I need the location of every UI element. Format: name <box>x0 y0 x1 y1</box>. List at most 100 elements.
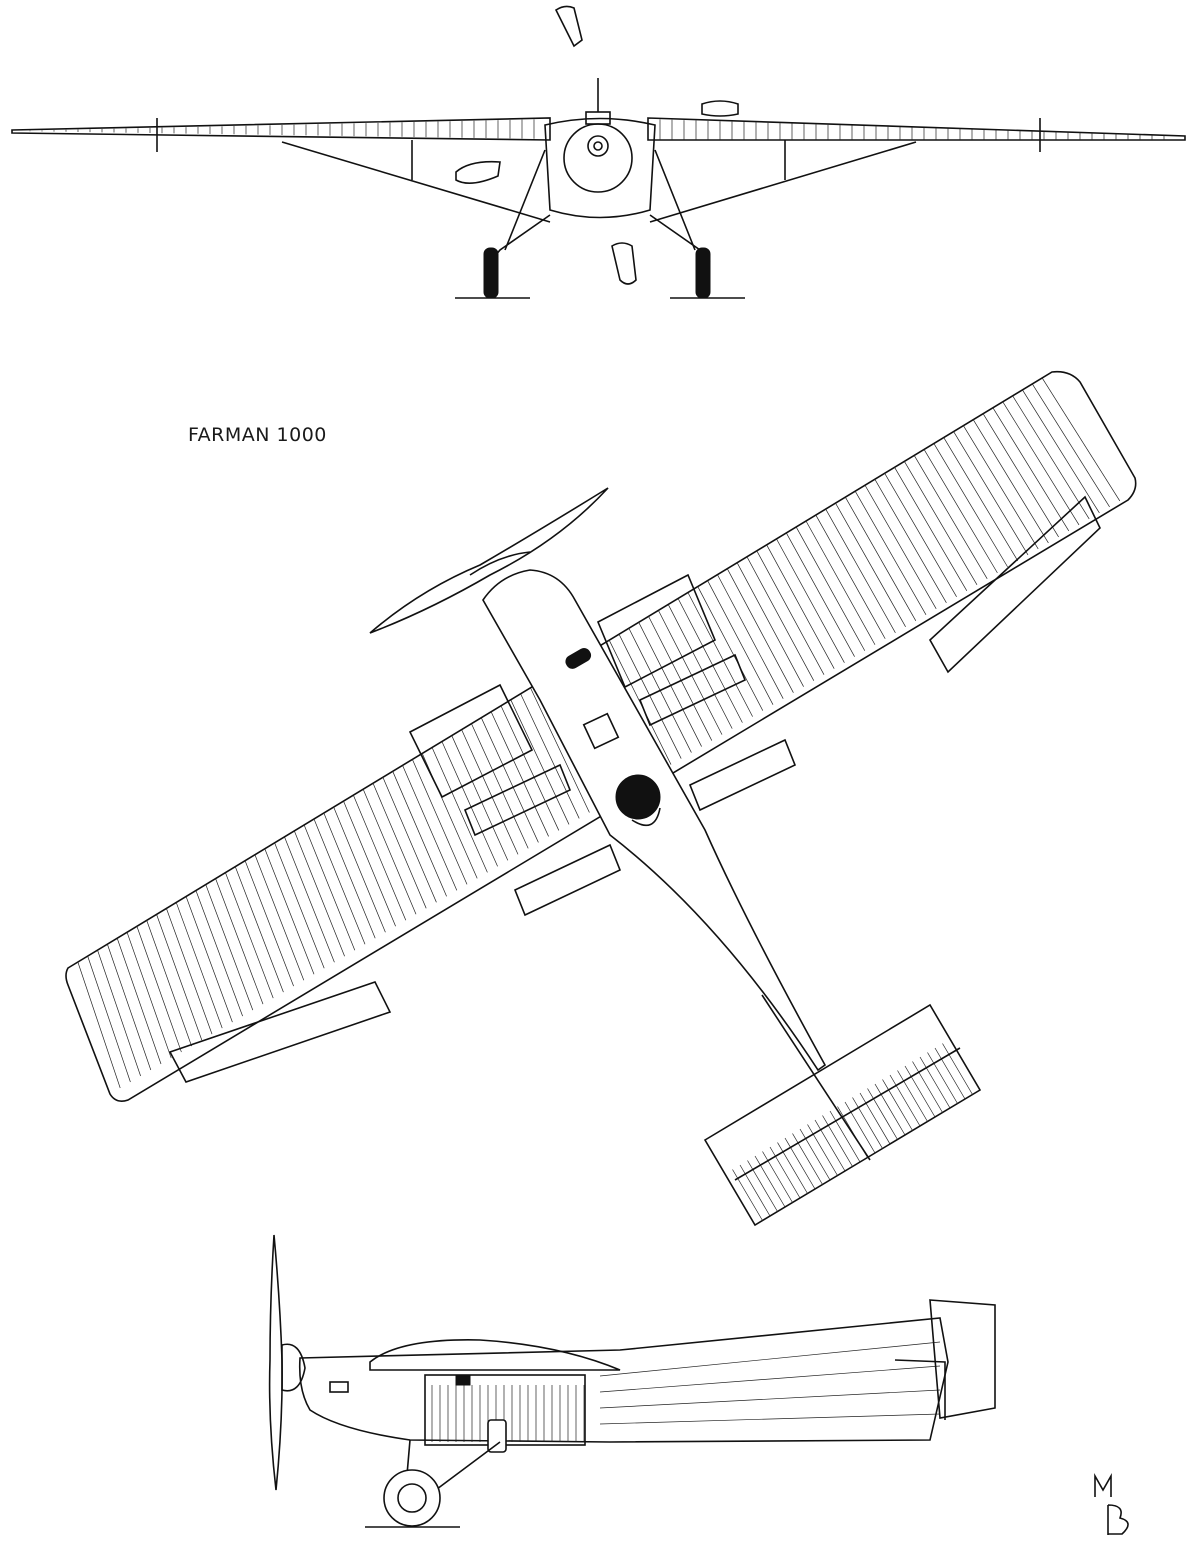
top-wing-rib <box>471 723 529 849</box>
top-wing-rib <box>933 443 1008 568</box>
side-stringer <box>599 1413 941 1425</box>
top-wing-rib <box>884 473 957 598</box>
top-wing-rib <box>480 717 539 843</box>
top-propeller <box>369 487 609 634</box>
tail-rib <box>762 1151 793 1203</box>
front-left-gear-leg <box>489 214 551 263</box>
top-wing-rib <box>864 485 937 609</box>
top-wing-rib <box>825 508 896 633</box>
top-wing-rib <box>854 491 927 615</box>
top-wing-rib <box>116 938 162 1065</box>
top-wing-rib <box>264 848 315 975</box>
side-stringer <box>599 1341 941 1377</box>
tail-rib <box>859 1092 891 1145</box>
top-wing-rib <box>717 574 784 699</box>
top-wing-rib <box>1032 383 1110 508</box>
front-prop-blade-right <box>701 100 739 117</box>
top-wing-rib <box>904 461 978 586</box>
top-wing-rib <box>805 520 876 645</box>
tail-rib <box>769 1146 801 1199</box>
top-right-aileron <box>928 495 1101 674</box>
top-left-walkway <box>463 763 572 837</box>
tail-rib <box>829 1110 861 1163</box>
side-window <box>455 1374 471 1386</box>
top-wing-rib <box>490 711 549 837</box>
top-wing-ribs <box>77 377 1121 1089</box>
top-wing-rib <box>274 842 325 969</box>
top-wing-rib <box>1012 395 1090 520</box>
top-wing-rib <box>441 741 498 867</box>
top-wing-rib <box>874 479 947 603</box>
top-wing-rib <box>97 950 141 1077</box>
top-engine-cowl-opening <box>615 774 661 820</box>
front-prop-blade-bottom <box>611 242 637 285</box>
tail-rib <box>942 1043 973 1095</box>
top-wing-rib <box>451 735 509 861</box>
top-wing-rib <box>353 795 407 921</box>
tail-rib <box>919 1056 951 1109</box>
front-right-strut <box>649 141 917 223</box>
top-wing-rib <box>77 961 121 1089</box>
top-wing-rib <box>658 610 723 735</box>
front-left-gear-strut <box>504 149 546 251</box>
top-wing-rib <box>638 622 702 747</box>
top-wing-rib <box>166 908 213 1035</box>
side-spinner <box>281 1343 306 1392</box>
front-spinner <box>593 141 603 151</box>
front-wing-ribs <box>29 119 1165 140</box>
top-wing-rib <box>943 437 1019 562</box>
top-wing-rib <box>293 830 345 957</box>
top-wing-rib <box>776 538 845 663</box>
top-wing-rib <box>343 800 396 927</box>
top-left-aileron <box>168 981 392 1083</box>
side-stringer <box>599 1389 941 1409</box>
top-wing-rib <box>736 562 804 687</box>
top-cabin-grille <box>582 712 620 750</box>
top-wing-rib <box>835 502 906 627</box>
tail-rib <box>934 1047 966 1100</box>
front-right-gear-strut <box>654 149 696 251</box>
top-wing-rib <box>382 777 437 903</box>
side-fin <box>894 1359 946 1420</box>
top-wing-rib <box>126 932 172 1059</box>
top-wing-rib <box>766 544 835 669</box>
top-wing-rib <box>500 705 560 831</box>
top-wing-rib <box>677 598 743 723</box>
side-stringer <box>599 1365 941 1393</box>
top-wing-rib <box>845 496 917 621</box>
side-fuselage-stringers <box>599 1341 941 1425</box>
top-wing-rib <box>618 634 682 759</box>
top-rudder-line <box>761 994 871 1161</box>
top-wing-rib <box>1041 377 1121 502</box>
tail-rib <box>852 1097 883 1149</box>
top-wing-rib <box>1002 401 1080 526</box>
tail-rib <box>844 1101 876 1154</box>
front-engine-cowling <box>563 123 633 193</box>
top-wing-rib <box>431 747 488 873</box>
top-wing-rib <box>225 872 274 999</box>
top-wing-rib <box>412 759 468 885</box>
top-wing-rib <box>175 902 223 1029</box>
top-right-walkway-rear <box>688 738 797 812</box>
top-wing-rib <box>982 413 1059 538</box>
front-left-wheel <box>483 247 499 299</box>
top-wing-rib <box>707 580 774 705</box>
tail-rib <box>889 1074 921 1127</box>
top-wing-rib <box>372 783 427 909</box>
top-wing-rib <box>894 467 968 592</box>
top-wing-rib <box>185 896 233 1023</box>
top-wing-rib <box>963 425 1039 550</box>
front-fuselage <box>544 117 656 219</box>
top-wing-rib <box>402 765 458 891</box>
front-right-wheel <box>695 247 711 299</box>
front-engine-hub <box>587 135 609 157</box>
top-wing-rib <box>244 860 294 987</box>
drawing-title: FARMAN 1000 <box>188 424 327 446</box>
side-wheel <box>383 1469 441 1527</box>
top-wing-rib <box>697 586 764 711</box>
top-spinner <box>469 551 531 576</box>
top-wing-rib <box>313 818 366 945</box>
top-wing-rib <box>323 812 376 939</box>
